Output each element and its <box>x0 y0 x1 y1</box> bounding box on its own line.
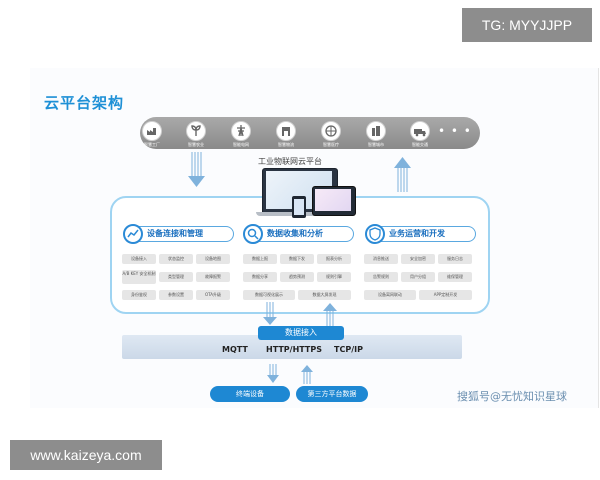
app-item-factory: 智慧工厂 <box>132 121 172 148</box>
protocol-mqtt: MQTT <box>222 345 248 354</box>
plant-icon <box>186 121 206 141</box>
device-item: 设备接入 <box>122 254 156 264</box>
medical-globe-icon <box>321 121 341 141</box>
column-business-header: 业务运营和开发 <box>365 224 476 244</box>
data-item: 规则引擎 <box>317 272 351 282</box>
site-badge: www.kaizeya.com <box>10 440 162 470</box>
magnifier-icon <box>243 224 263 244</box>
up-arrow-access <box>322 302 338 326</box>
device-item: 故障报警 <box>196 272 230 282</box>
protocol-tcp: TCP/IP <box>334 345 363 354</box>
data-item: 数据可视化展示 <box>243 290 295 300</box>
column-data-header: 数据收集和分析 <box>243 224 354 244</box>
protocol-http: HTTP/HTTPS <box>266 345 322 354</box>
data-item: 趋势预测 <box>280 272 314 282</box>
watermark-text: 搜狐号@无忧知识星球 <box>457 390 567 403</box>
down-arrow-left <box>186 152 206 188</box>
business-item: 告警规则 <box>364 272 398 282</box>
data-item: 数据大屏发现 <box>298 290 351 300</box>
down-arrow-terminal <box>266 364 280 384</box>
data-item: 数据下发 <box>280 254 314 264</box>
column-device-header: 设备连接和管理 <box>123 224 234 244</box>
device-item: A/B KEY 安全机制 <box>122 270 156 284</box>
phone-screen <box>294 199 304 215</box>
data-access-title: 数据接入 <box>258 326 344 340</box>
data-item: 报表分析 <box>317 254 351 264</box>
page-title: 云平台架构 <box>44 94 125 112</box>
up-arrow-right <box>392 156 412 192</box>
business-item: APP定制开发 <box>419 290 472 300</box>
terminal-device-button[interactable]: 终端设备 <box>210 386 290 402</box>
third-party-data-button[interactable]: 第三方平台数据 <box>296 386 368 402</box>
device-item: 状态监控 <box>159 254 193 264</box>
power-tower-icon <box>231 121 251 141</box>
up-arrow-thirdparty <box>300 364 314 384</box>
business-item: 消息推送 <box>364 254 398 264</box>
app-item-logistics: 智慧物流 <box>266 121 306 148</box>
shield-icon <box>365 224 385 244</box>
device-item: 参数设置 <box>159 290 193 300</box>
business-item: 服务日志 <box>438 254 472 264</box>
data-item: 数据上报 <box>243 254 277 264</box>
app-item-traffic: 智能交通 <box>400 121 440 148</box>
tablet-screen <box>315 189 351 211</box>
business-item: 用户分组 <box>401 272 435 282</box>
platform-title: 工业物联网云平台 <box>258 157 322 166</box>
business-item: 设备离网联动 <box>364 290 416 300</box>
app-item-medical: 智慧医疗 <box>311 121 351 148</box>
factory-icon <box>142 121 162 141</box>
city-icon <box>366 121 386 141</box>
device-item: 类型管理 <box>159 272 193 282</box>
business-item: 维保管理 <box>438 272 472 282</box>
data-item: 数据分享 <box>243 272 277 282</box>
device-item: 身份鉴权 <box>122 290 156 300</box>
tg-badge: TG: MYYJJPP <box>462 8 592 42</box>
more-dots: • • • <box>438 124 472 138</box>
device-item: OTA升级 <box>196 290 230 300</box>
chart-up-icon <box>123 224 143 244</box>
app-item-city: 智慧城市 <box>356 121 396 148</box>
business-item: 安全加密 <box>401 254 435 264</box>
warehouse-icon <box>276 121 296 141</box>
truck-icon <box>410 121 430 141</box>
device-item: 设备地图 <box>196 254 230 264</box>
app-item-grid: 智能电网 <box>221 121 261 148</box>
app-item-agriculture: 智慧农业 <box>176 121 216 148</box>
down-arrow-access <box>262 302 278 326</box>
